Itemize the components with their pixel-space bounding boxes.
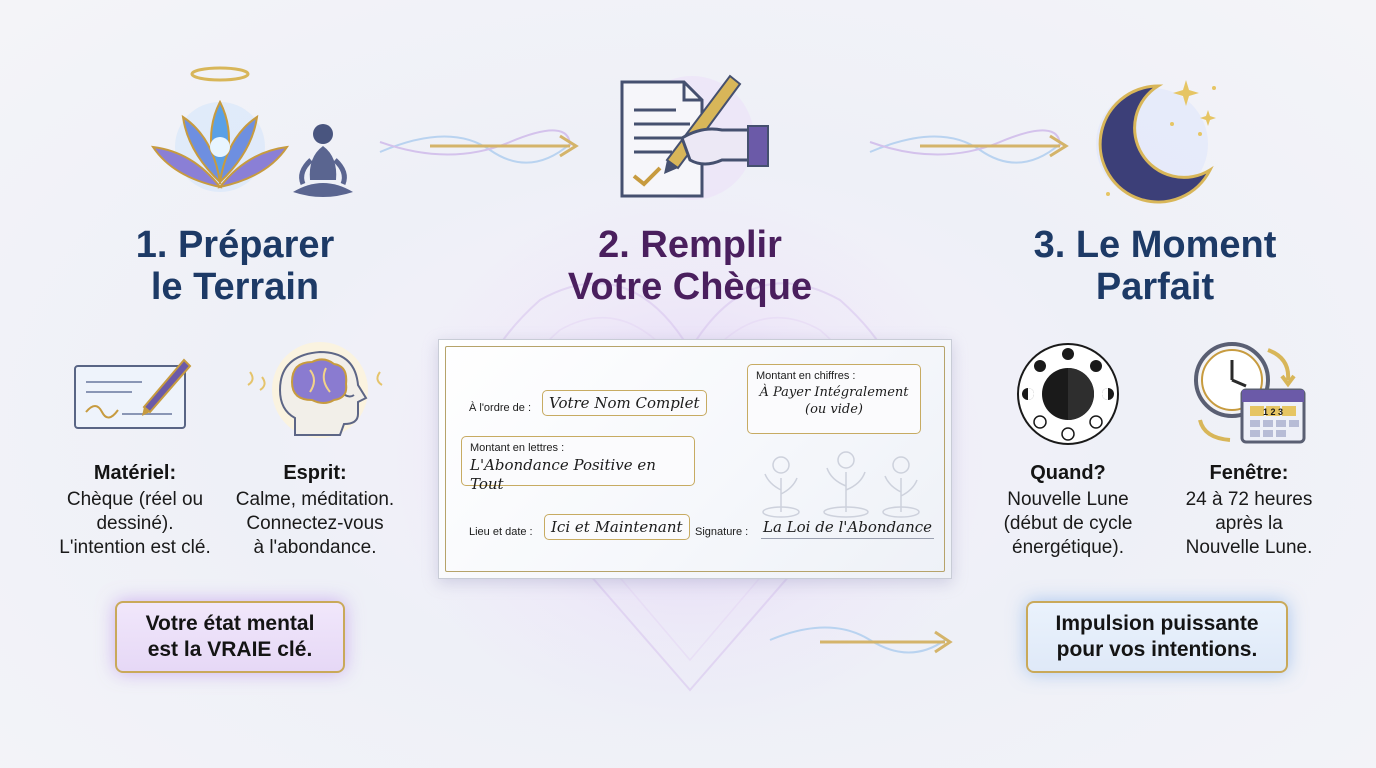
step1-title: 1. Préparer le Terrain — [80, 224, 390, 308]
cheque-amount-words-label: Montant en lettres : — [470, 442, 565, 454]
arrow-to-impulse — [769, 626, 953, 654]
callout-impulse: Impulsion puissante pour vos intentions. — [1026, 601, 1288, 673]
calendar-digits: 1 2 3 — [1263, 407, 1283, 417]
step1-item1-heading: Matériel: — [93, 462, 177, 484]
cheque-place-date-label: Lieu et date : — [469, 526, 533, 538]
document-signing-icon — [620, 74, 769, 200]
step1-item1-text: Chèque (réel ou dessiné). L'intention es… — [40, 488, 230, 560]
step3-item2-line3: Nouvelle Lune. — [1185, 537, 1313, 558]
clock-calendar-icon: 1 2 3 — [1194, 342, 1306, 444]
step3-item2-line1: 24 à 72 heures — [1185, 489, 1313, 510]
step3-item1-line2: (début de cycle — [1003, 513, 1133, 534]
step1-item1-line1: Chèque (réel ou — [66, 489, 204, 510]
crescent-moon-icon — [1096, 80, 1216, 204]
cheque-border — [445, 346, 945, 572]
cheque-signature-field[interactable]: La Loi de l'Abondance — [761, 518, 935, 539]
callout-mental-state-line1: Votre état mental — [145, 612, 315, 635]
cheque-amount-digits-value-line1: À Payer Intégralement — [759, 385, 909, 400]
step3-item1-line3: énergétique). — [1012, 537, 1124, 558]
step1-item2-text: Calme, méditation. Connectez-vous à l'ab… — [220, 488, 410, 560]
step3-item2-heading: Fenêtre: — [1209, 462, 1289, 484]
step3-title: 3. Le Moment Parfait — [1000, 224, 1310, 308]
step3-item1-heading: Quand? — [1030, 462, 1106, 484]
cheque-pen-icon — [74, 358, 192, 429]
cheque-place-date-field[interactable]: Ici et Maintenant — [544, 514, 690, 540]
step1-item2-line3: à l'abondance. — [253, 537, 377, 558]
callout-mental-state-line2: est la VRAIE clé. — [147, 638, 313, 661]
cheque-order-field[interactable]: Votre Nom Complet — [542, 390, 707, 416]
callout-impulse-line2: pour vos intentions. — [1056, 638, 1258, 661]
step2-title-line2: Votre Chèque — [567, 266, 813, 308]
step3-item2-text: 24 à 72 heures après la Nouvelle Lune. — [1154, 488, 1344, 560]
cheque-amount-words-box[interactable]: Montant en lettres : L'Abondance Positiv… — [461, 436, 695, 493]
cheque-amount-digits-value-line2: (ou vide) — [805, 402, 863, 417]
step1-title-line2: le Terrain — [150, 266, 320, 308]
step1-item2-line1: Calme, méditation. — [235, 489, 395, 510]
cheque-amount-digits-label: Montant en chiffres : — [756, 370, 856, 382]
cheque-amount-words-value: L'Abondance Positive en Tout — [470, 456, 656, 493]
step1-item1-line2: dessiné). — [96, 513, 174, 534]
step3-item1-line1: Nouvelle Lune — [1007, 489, 1129, 510]
step3-item1-text: Nouvelle Lune (début de cycle énergétiqu… — [973, 488, 1163, 560]
moon-phases-icon — [1017, 343, 1119, 445]
arrow-step1-to-step2 — [379, 129, 579, 164]
step1-item2-heading: Esprit: — [283, 462, 347, 484]
cheque-amount-digits-box[interactable]: Montant en chiffres : À Payer Intégralem… — [747, 364, 921, 434]
step1-item1-line3: L'intention est clé. — [59, 537, 211, 558]
step3-title-line1: 3. Le Moment — [1033, 224, 1277, 266]
step3-item2-line2: après la — [1215, 513, 1283, 534]
lotus-meditation-icon — [150, 66, 353, 197]
step1-item2-line2: Connectez-vous — [246, 513, 384, 534]
cheque-signature-label: Signature : — [695, 526, 749, 538]
cheque-order-label: À l'ordre de : — [469, 402, 532, 414]
callout-mental-state: Votre état mental est la VRAIE clé. — [115, 601, 345, 673]
step1-title-line1: 1. Préparer — [135, 224, 335, 266]
mind-brain-icon — [247, 342, 383, 438]
step2-title: 2. Remplir Votre Chèque — [530, 224, 850, 308]
cheque: À l'ordre de : Votre Nom Complet Montant… — [438, 339, 952, 579]
step3-title-line2: Parfait — [1095, 266, 1215, 308]
abundance-plants-watermark — [762, 451, 920, 518]
arrow-step2-to-step3 — [869, 129, 1069, 164]
callout-impulse-line1: Impulsion puissante — [1055, 612, 1259, 635]
step2-title-line1: 2. Remplir — [598, 224, 782, 266]
